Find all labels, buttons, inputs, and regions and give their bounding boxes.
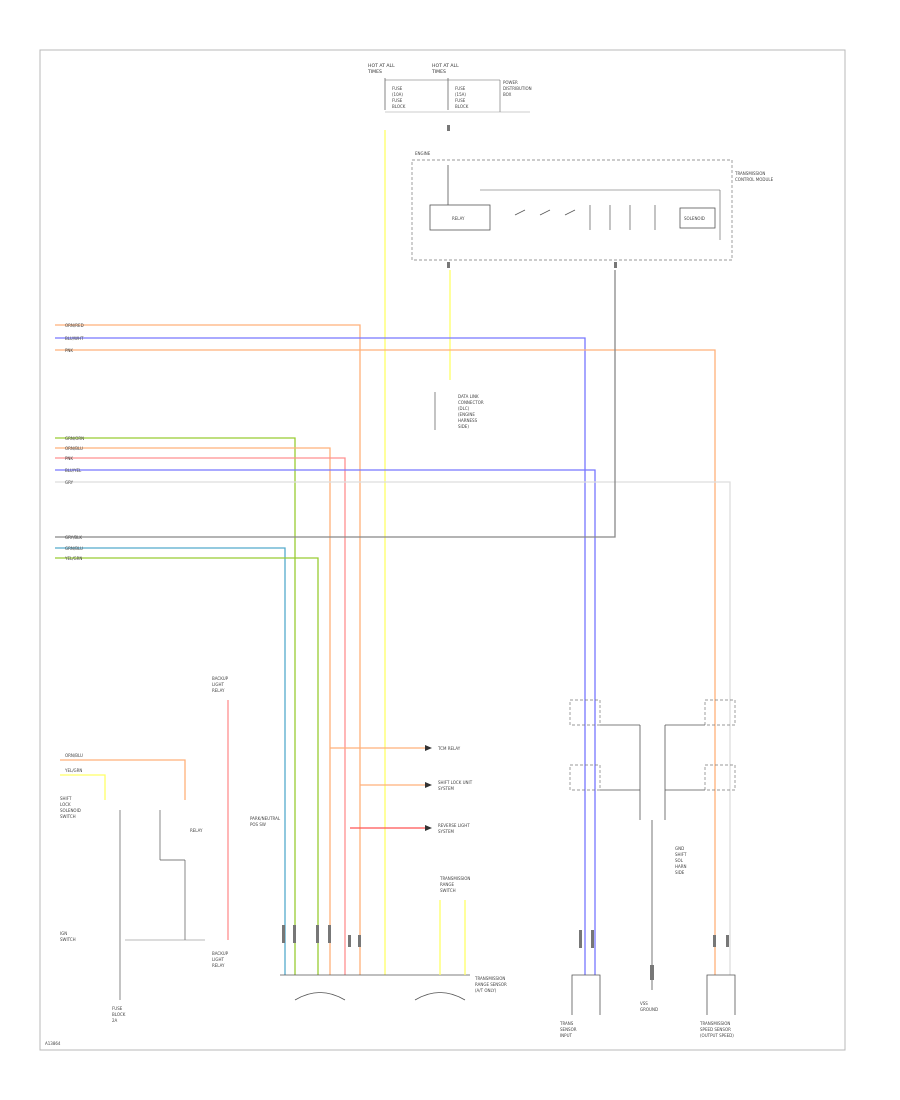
svg-text:CONNECTOR: CONNECTOR: [458, 400, 484, 405]
svg-text:PARK/NEUTRAL: PARK/NEUTRAL: [250, 816, 281, 821]
svg-text:ORN/BLU: ORN/BLU: [65, 446, 83, 451]
svg-text:SIDE): SIDE): [458, 424, 469, 429]
svg-text:LIGHT: LIGHT: [212, 957, 225, 962]
svg-text:GRY/BLK: GRY/BLK: [65, 535, 82, 540]
svg-text:GROUND: GROUND: [640, 1007, 658, 1012]
svg-text:(ENGINE: (ENGINE: [458, 412, 475, 417]
svg-text:FUSE: FUSE: [392, 98, 403, 103]
solenoid-label: SOLENOID: [684, 216, 705, 221]
svg-text:BACKUP: BACKUP: [212, 676, 229, 681]
engine-label: ENGINE: [415, 151, 431, 156]
svg-text:RANGE SENSOR: RANGE SENSOR: [475, 982, 507, 987]
svg-text:GRN/BLU: GRN/BLU: [65, 546, 83, 551]
svg-text:TIMES: TIMES: [431, 69, 446, 75]
relay-box: RELAY ENGINE TRANSMISSION CONTROL MODULE…: [411, 151, 774, 268]
svg-text:TRANSMISSION: TRANSMISSION: [439, 876, 470, 881]
right-components: GND SHIFT SOL HARN SIDE TRANS SENSOR INP…: [559, 699, 736, 1038]
svg-text:RELAY: RELAY: [212, 963, 225, 968]
svg-text:ORN/RED: ORN/RED: [65, 323, 84, 328]
svg-text:(15A): (15A): [455, 92, 466, 97]
svg-text:DATA LINK: DATA LINK: [458, 394, 479, 399]
relay-coil: [429, 204, 491, 231]
wires: [55, 130, 731, 975]
svg-text:SWITCH: SWITCH: [60, 937, 76, 942]
solenoid-block: [679, 207, 716, 229]
svg-text:SHIFT: SHIFT: [675, 852, 687, 857]
svg-text:TRANS: TRANS: [559, 1021, 574, 1026]
fuse-15a-label: FUSE: [455, 86, 466, 91]
svg-text:SOL: SOL: [675, 858, 684, 863]
svg-text:PNK: PNK: [65, 348, 73, 353]
svg-text:BLOCK: BLOCK: [392, 104, 406, 109]
svg-text:INPUT: INPUT: [560, 1033, 573, 1038]
svg-text:BLU/YEL: BLU/YEL: [65, 468, 82, 473]
svg-text:GRY: GRY: [65, 480, 74, 485]
svg-text:VSS: VSS: [640, 1001, 648, 1006]
arrow-destinations: TCM RELAY SHIFT LOCK UNIT SYSTEM REVERSE…: [425, 745, 473, 834]
svg-text:IGN: IGN: [60, 931, 67, 936]
svg-text:SPEED SENSOR: SPEED SENSOR: [700, 1027, 731, 1032]
svg-text:LOCK: LOCK: [60, 802, 71, 807]
svg-text:SHIFT: SHIFT: [60, 796, 72, 801]
dlc-label: DATA LINK CONNECTOR (DLC) (ENGINE HARNES…: [434, 392, 484, 430]
relay-label: RELAY: [452, 216, 465, 221]
hot-at-all-times-1: HOT AT ALL: [368, 63, 395, 69]
svg-text:(10A): (10A): [392, 92, 403, 97]
relay-box-outline: [411, 159, 733, 261]
svg-text:SWITCH: SWITCH: [60, 814, 76, 819]
left-row-labels: ORN/RED BLU/WHT PNK GRN/ORN ORN/BLU PNK …: [64, 323, 84, 773]
svg-text:SYSTEM: SYSTEM: [438, 786, 454, 791]
svg-text:TIMES: TIMES: [367, 69, 382, 75]
svg-text:YEL/GRN: YEL/GRN: [64, 768, 82, 773]
arrow-reverse-light: REVERSE LIGHT: [438, 823, 470, 828]
svg-text:DISTRIBUTION: DISTRIBUTION: [503, 86, 532, 91]
arrow-tcm-relay: TCM RELAY: [437, 746, 461, 751]
fuse-block-top: HOT AT ALL TIMES HOT AT ALL TIMES FUSE (…: [367, 63, 532, 131]
arrow-shift-lock: SHIFT LOCK UNIT: [438, 780, 473, 785]
svg-text:SWITCH: SWITCH: [440, 888, 456, 893]
svg-text:RANGE: RANGE: [440, 882, 454, 887]
svg-text:BLU/WHT: BLU/WHT: [65, 336, 84, 341]
svg-text:BLOCK: BLOCK: [112, 1012, 126, 1017]
svg-text:2A: 2A: [112, 1018, 118, 1023]
controller-label: TRANSMISSION: [734, 171, 765, 176]
svg-text:FUSE: FUSE: [112, 1006, 123, 1011]
fuse-10a-label: FUSE: [392, 86, 403, 91]
svg-text:LIGHT: LIGHT: [212, 682, 225, 687]
svg-text:(DLC): (DLC): [458, 406, 470, 411]
svg-text:TRANSMISSION: TRANSMISSION: [474, 976, 505, 981]
svg-text:ORN/BLU: ORN/BLU: [65, 753, 83, 758]
svg-text:FUSE: FUSE: [455, 98, 466, 103]
svg-text:BOX: BOX: [503, 92, 512, 97]
left-components: SHIFT LOCK SOLENOID SWITCH RELAY IGN SWI…: [60, 676, 281, 1023]
svg-text:GND: GND: [675, 846, 684, 851]
bottom-connectors: TRANSMISSION RANGE SWITCH TRANSMISSION R…: [280, 876, 507, 1001]
power-distribution-label: POWER: [503, 80, 518, 85]
svg-text:RELAY: RELAY: [212, 688, 225, 693]
svg-text:BACKUP: BACKUP: [212, 951, 229, 956]
svg-text:YEL/GRN: YEL/GRN: [64, 556, 82, 561]
svg-text:HARN: HARN: [675, 864, 687, 869]
svg-text:CONTROL MODULE: CONTROL MODULE: [735, 177, 774, 182]
svg-text:PNK: PNK: [65, 456, 73, 461]
svg-text:(OUTPUT SPEED): (OUTPUT SPEED): [700, 1033, 734, 1038]
svg-text:(A/T ONLY): (A/T ONLY): [475, 988, 497, 993]
svg-text:SENSOR: SENSOR: [560, 1027, 577, 1032]
svg-text:POS SW: POS SW: [250, 822, 266, 827]
svg-text:TRANSMISSION: TRANSMISSION: [699, 1021, 730, 1026]
hot-at-all-times-2: HOT AT ALL: [432, 63, 459, 69]
diagram-reference-code: A13864: [45, 1041, 61, 1046]
svg-text:SOLENOID: SOLENOID: [60, 808, 81, 813]
svg-text:SYSTEM: SYSTEM: [438, 829, 454, 834]
svg-text:GRN/ORN: GRN/ORN: [65, 436, 84, 441]
svg-text:SIDE: SIDE: [675, 870, 685, 875]
diagram-frame: [39, 49, 846, 1051]
svg-text:BLOCK: BLOCK: [455, 104, 469, 109]
svg-text:RELAY: RELAY: [190, 828, 203, 833]
svg-text:HARNESS: HARNESS: [458, 418, 478, 423]
